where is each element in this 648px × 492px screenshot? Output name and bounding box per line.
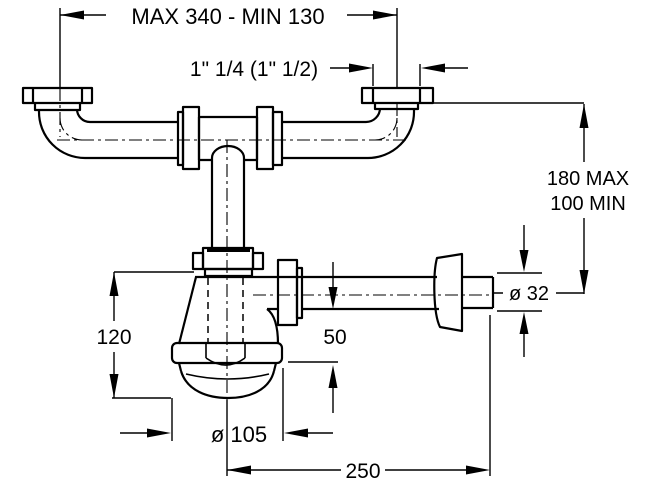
outlet-coupling-nut xyxy=(276,258,304,327)
right-sink-flange xyxy=(360,86,435,111)
dim-cup-diameter: ø 105 xyxy=(120,368,333,447)
dim-outlet-diameter: ø 32 xyxy=(493,225,584,357)
tee-right-nut xyxy=(255,105,275,171)
dim-body-height-ext-lines xyxy=(112,271,194,399)
trap-body-left-edge xyxy=(177,276,198,345)
dim-offset-arrow-top xyxy=(328,287,338,309)
dim-outlet-dia-arrow-top xyxy=(519,250,529,272)
right-elbow-inner-wall xyxy=(283,107,382,124)
dim-outlet-len-label: 250 xyxy=(345,460,380,483)
dim-cup-dia-ext-lines xyxy=(171,368,284,441)
left-inlet-elbow xyxy=(37,108,179,160)
trap-collar xyxy=(203,267,254,278)
dim-cup-dia-arrow-left xyxy=(147,428,171,438)
tailpipe-walls xyxy=(210,158,246,249)
tee-coupling-left xyxy=(176,105,201,171)
dim-height-max-label: 180 MAX xyxy=(547,168,629,190)
dim-outlet-len-ext-lines xyxy=(226,315,491,476)
left-sink-flange xyxy=(21,86,94,112)
dim-inlet-label: 1" 1/4 (1" 1/2) xyxy=(190,58,318,81)
right-flange-lip xyxy=(373,103,420,111)
dim-top-arrow-right xyxy=(373,10,397,20)
right-elbow-centerline xyxy=(374,117,398,141)
dim-top-span: MAX 340 - MIN 130 xyxy=(59,4,398,88)
dim-outlet-dia-arrow-bottom xyxy=(519,312,529,334)
right-flange-edges xyxy=(371,88,422,103)
escutcheon-cone xyxy=(433,252,464,333)
wall-escutcheon xyxy=(433,252,464,333)
dim-height-arrow-top xyxy=(579,104,589,128)
cup-dome xyxy=(179,370,276,400)
left-elbow-inner-wall xyxy=(75,108,179,124)
dim-top-label: MAX 340 - MIN 130 xyxy=(131,4,324,29)
left-flange-lip xyxy=(33,103,82,112)
centerlines xyxy=(57,88,493,400)
tee-body xyxy=(197,115,259,162)
trap-body xyxy=(177,275,280,345)
trap-nut-right-ear xyxy=(251,251,265,271)
trap-hidden-dip-tube xyxy=(207,278,244,342)
dim-cup-dia-arrow-right xyxy=(284,428,308,438)
dim-offset-label: 50 xyxy=(323,326,346,349)
dim-body-height-arrow-top xyxy=(109,272,119,296)
wall-pipe-stub xyxy=(462,275,495,310)
trap-body-right-edge xyxy=(266,308,280,345)
dim-outlet-length: 250 xyxy=(226,315,491,483)
dim-cup-dia-label: ø 105 xyxy=(211,422,267,447)
vertical-tailpipe xyxy=(210,158,246,249)
tee-branch-dome xyxy=(210,144,246,159)
cup-crease xyxy=(185,373,270,380)
tee-right-ring xyxy=(271,110,284,167)
dim-height-min-label: 100 MIN xyxy=(550,193,626,215)
left-elbow-centerline xyxy=(59,117,83,141)
dim-offset: 50 xyxy=(288,262,347,413)
outlet-pipe xyxy=(255,275,439,311)
right-inlet-elbow xyxy=(283,107,416,160)
right-elbow-outer-wall xyxy=(283,109,416,160)
dim-inlet-size: 1" 1/4 (1" 1/2) xyxy=(190,58,468,86)
outlet-nut-body xyxy=(276,258,299,327)
left-flange-edges xyxy=(31,88,84,103)
tee-coupling-right xyxy=(255,105,284,171)
left-elbow-outer-wall xyxy=(37,110,179,160)
trap-coupling-nut xyxy=(191,246,265,278)
dim-outlet-dia-ext-lines xyxy=(497,272,542,312)
dim-body-height-arrow-bottom xyxy=(109,374,119,398)
tee-left-nut xyxy=(181,105,201,171)
wall-outlet-end xyxy=(462,275,495,310)
trap-nut-seal xyxy=(207,247,250,252)
trap-nut-left-ear xyxy=(191,251,205,271)
dim-inlet-arrow-right xyxy=(421,63,445,73)
tee-body-outline xyxy=(197,115,259,162)
dim-outlet-dia-label: ø 32 xyxy=(509,283,549,305)
left-flange-cap xyxy=(21,86,94,105)
dim-inlet-ext-lines xyxy=(372,64,421,86)
dim-offset-arrow-bottom xyxy=(328,365,338,388)
dim-body-height: 120 xyxy=(96,271,194,399)
dim-top-arrow-left xyxy=(60,10,84,20)
dim-outlet-len-arrow-right xyxy=(466,465,490,475)
trap-cup xyxy=(170,341,284,400)
dip-tube-outlet xyxy=(205,344,246,366)
dim-outlet-len-arrow-left xyxy=(227,465,251,475)
cup-sides xyxy=(177,362,278,372)
dim-body-height-label: 120 xyxy=(96,326,131,349)
cup-ring xyxy=(170,341,284,365)
dim-inlet-arrow-left xyxy=(349,63,373,73)
outlet-nut-ring xyxy=(295,266,304,320)
dim-height: 180 MAX 100 MIN xyxy=(434,102,629,294)
dim-height-arrow-bottom xyxy=(579,270,589,294)
